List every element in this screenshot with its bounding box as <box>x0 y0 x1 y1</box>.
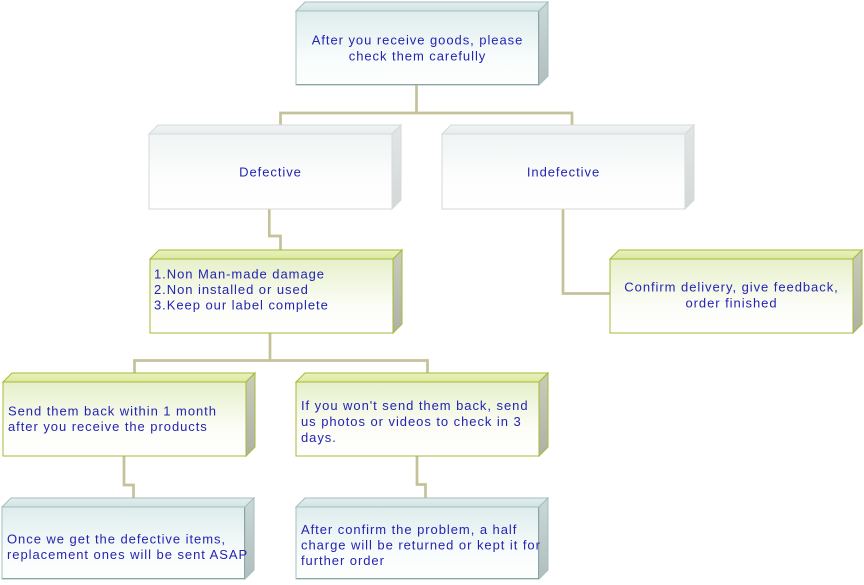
svg-text:days.: days. <box>301 430 337 445</box>
svg-text:Send them back within 1 month: Send them back within 1 month <box>8 404 217 419</box>
svg-text:If you won't send them back, s: If you won't send them back, send <box>301 398 529 413</box>
svg-text:2.Non installed or used: 2.Non installed or used <box>154 282 309 297</box>
svg-text:Confirm delivery, give feedbac: Confirm delivery, give feedback, <box>624 280 838 295</box>
svg-text:order finished: order finished <box>685 296 777 311</box>
svg-text:us photos or videos to check i: us photos or videos to check in 3 <box>301 414 522 429</box>
svg-text:replacement ones will be sent: replacement ones will be sent ASAP <box>7 547 248 562</box>
svg-text:Indefective: Indefective <box>527 165 600 180</box>
svg-text:Defective: Defective <box>239 165 302 180</box>
svg-text:check them carefully: check them carefully <box>349 49 487 64</box>
svg-text:3.Keep our label complete: 3.Keep our label complete <box>154 298 329 313</box>
svg-text:after you receive the products: after you receive the products <box>8 419 208 434</box>
svg-text:After confirm the problem, a h: After confirm the problem, a half <box>301 522 517 537</box>
svg-text:charge will be returned or kep: charge will be returned or kept it for <box>301 538 541 553</box>
svg-text:After you receive goods, pleas: After you receive goods, please <box>312 33 524 48</box>
svg-text:Once we get the defective item: Once we get the defective items, <box>7 532 226 547</box>
svg-text:1.Non Man-made damage: 1.Non Man-made damage <box>154 267 325 282</box>
svg-text:further order: further order <box>301 553 385 568</box>
